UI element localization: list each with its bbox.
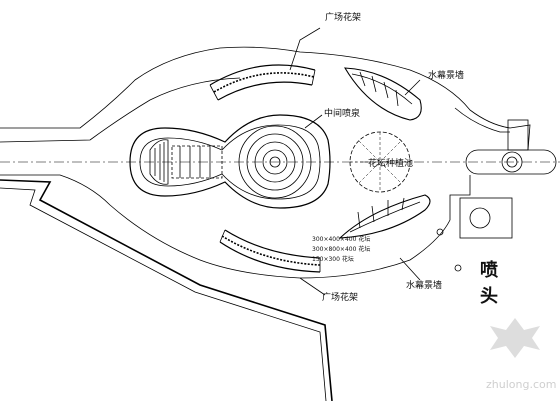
label-water-screen-top: 水幕景墙 bbox=[428, 71, 465, 81]
path-outline-bottom bbox=[0, 174, 471, 279]
leader-trellis-top bbox=[289, 27, 321, 71]
label-nozzle-1: 喷 bbox=[480, 260, 498, 281]
label-dim-3: 150×300 花坛 bbox=[312, 256, 354, 263]
service-square-circle bbox=[469, 207, 491, 229]
fountain-ring-5 bbox=[269, 156, 281, 168]
bottom-trellis-slats bbox=[221, 235, 321, 266]
label-dim-1: 300×400×400 花坛 bbox=[312, 236, 371, 243]
leader-water-top bbox=[404, 79, 421, 96]
end-plaza-box-top bbox=[507, 119, 529, 151]
label-center-circle: 花坛种植池 bbox=[368, 159, 414, 169]
leader-center-fountain bbox=[304, 114, 323, 129]
fountain-ring-4 bbox=[262, 149, 288, 175]
label-center-fountain: 中间喷泉 bbox=[324, 109, 361, 119]
label-plaza-trellis-bottom: 广场花架 bbox=[322, 293, 359, 303]
leader-water-bottom bbox=[399, 257, 421, 281]
watermark-text: zhulong.com bbox=[486, 378, 557, 391]
top-trellis-outer bbox=[209, 64, 316, 86]
fountain-ring-1 bbox=[238, 125, 312, 199]
central-fountain-inner bbox=[139, 124, 321, 200]
leader-trellis-bottom bbox=[299, 277, 326, 296]
site-boundary-thick bbox=[0, 179, 333, 401]
bottom-water-screen-wall bbox=[338, 194, 431, 239]
label-water-screen-bottom: 水幕景墙 bbox=[406, 281, 443, 291]
site-boundary-thin bbox=[0, 187, 327, 401]
central-fountain-outline bbox=[129, 114, 331, 209]
fountain-jet-grid bbox=[171, 145, 223, 179]
path-outline-top bbox=[0, 46, 531, 151]
label-plaza-trellis-top: 广场花架 bbox=[325, 13, 362, 23]
end-plaza-fountain bbox=[501, 151, 523, 173]
bottom-trellis-outer bbox=[219, 241, 321, 273]
top-trellis-inner bbox=[217, 81, 313, 101]
top-water-screen-wall bbox=[344, 67, 422, 121]
bottom-trellis-inner bbox=[224, 229, 321, 259]
fountain-left-stair bbox=[149, 139, 169, 185]
fountain-ring-2 bbox=[246, 133, 304, 191]
label-nozzle-2: 头 bbox=[480, 286, 498, 307]
top-trellis-slats bbox=[213, 72, 315, 93]
watermark-logo bbox=[490, 318, 540, 358]
path-top-right bbox=[454, 107, 510, 133]
fountain-ring-3 bbox=[254, 141, 296, 183]
path-inner-top bbox=[0, 77, 241, 143]
service-square bbox=[459, 197, 513, 239]
label-dim-2: 300×800×400 花坛 bbox=[312, 246, 371, 253]
nozzle-symbol bbox=[454, 264, 462, 272]
